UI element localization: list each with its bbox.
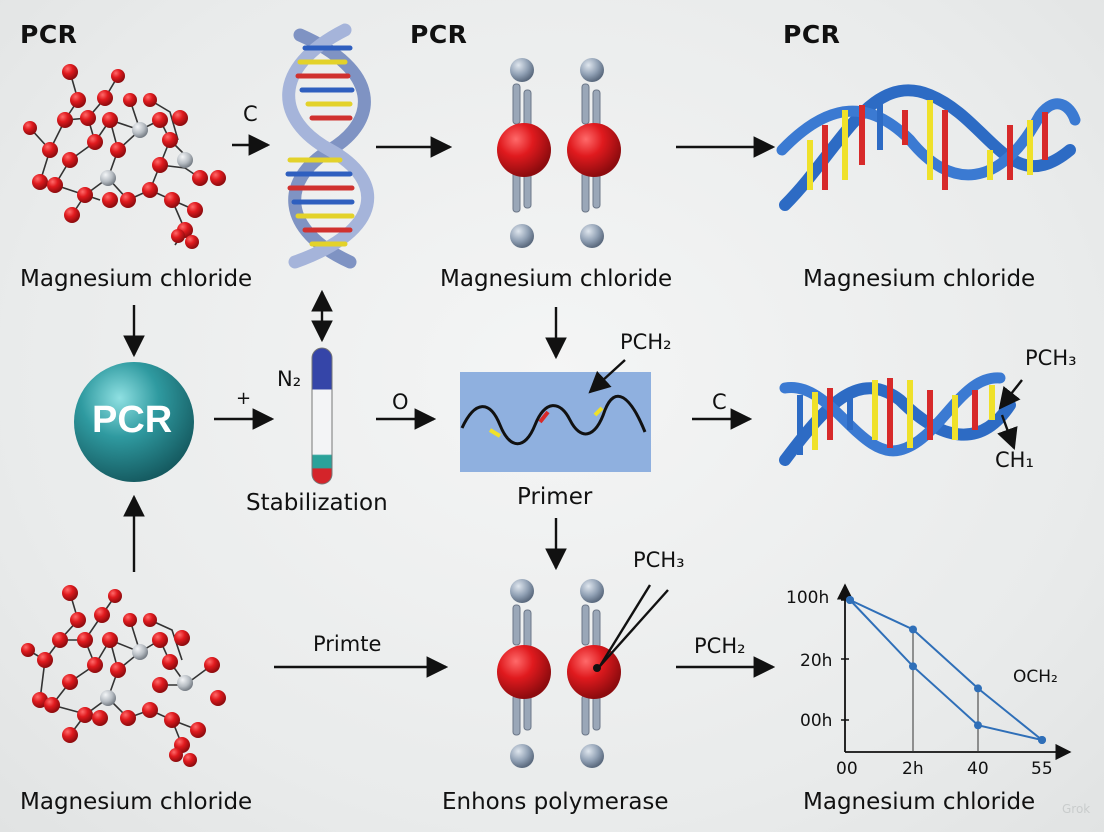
caption-bottom-center: Enhons polymerase [442, 789, 669, 815]
molecule-cluster-bottom-left [21, 585, 226, 767]
chart-series-line-2 [849, 599, 1043, 741]
molecule-cluster-top-left [23, 64, 226, 249]
caption-bottom-left: Magnesium chloride [20, 789, 253, 815]
flow-arrows [123, 134, 1023, 678]
stabilization-tube [311, 347, 333, 485]
caption-top-right: Magnesium chloride [803, 266, 1036, 292]
header-pcr-left: PCR [20, 20, 78, 49]
polymerase-model-bottom [497, 579, 621, 768]
annotation-pch2-primer: PCH₂ [620, 330, 672, 354]
chart-xtick-label: 55 [1031, 759, 1053, 779]
arrow-label-pch2-bottom: PCH₂ [694, 634, 746, 658]
caption-stabilization: Stabilization [246, 490, 388, 516]
chart-ytick-label: 100h [786, 588, 830, 608]
pointer-pch2-primer [588, 359, 626, 394]
dna-helix-top-horizontal [776, 84, 1081, 211]
dna-helix-middle [779, 372, 1016, 466]
chart-ytick-label: 00h [800, 711, 833, 731]
chart-point [909, 625, 917, 634]
chart-point [846, 596, 854, 604]
pointer-ch1-dna [997, 414, 1018, 451]
arrow-label-plus: + [236, 388, 252, 409]
chart-ytick-label: 20h [800, 651, 833, 671]
chart-xtick-label: 2h [902, 759, 924, 779]
annotation-n2: N₂ [277, 367, 302, 391]
dna-helix-top-vertical [282, 23, 375, 269]
chart-xtick-label: 00 [836, 759, 858, 779]
chart-point [1038, 736, 1046, 744]
primer-box [460, 372, 651, 472]
chart-point [909, 662, 917, 671]
chart-point [974, 684, 982, 693]
annotation-pch3-polymerase: PCH₃ [633, 548, 685, 572]
pointer-pch3-polymerase-b [599, 589, 669, 667]
arrow-label-primte: Primte [313, 632, 382, 656]
chart-xtick-label: 40 [967, 759, 989, 779]
chart-series-line-1 [849, 599, 1043, 741]
annotation-ch1-dna: CH₁ [995, 448, 1034, 472]
chart-point [974, 721, 982, 730]
pcr-sphere [74, 362, 194, 482]
header-pcr-center: PCR [410, 20, 468, 49]
chart-annotation-och2: OCH₂ [1013, 667, 1058, 687]
pointer-pch3-dna [998, 379, 1023, 410]
header-pcr-right: PCR [783, 20, 841, 49]
watermark: Grok [1062, 802, 1091, 816]
pointer-pch3-polymerase-a [598, 584, 652, 667]
caption-top-left: Magnesium chloride [20, 266, 253, 292]
pcr-sphere-label: PCR [92, 399, 173, 441]
chart-group [836, 583, 1072, 761]
arrow-label-c1: C [243, 102, 258, 126]
arrow-label-o: O [392, 390, 409, 414]
caption-primer: Primer [517, 484, 593, 510]
caption-top-center: Magnesium chloride [440, 266, 673, 292]
annotation-pch3-dna: PCH₃ [1025, 346, 1077, 370]
caption-bottom-right: Magnesium chloride [803, 789, 1036, 815]
arrow-label-c2: C [712, 390, 727, 414]
polymerase-model-top [497, 58, 621, 248]
